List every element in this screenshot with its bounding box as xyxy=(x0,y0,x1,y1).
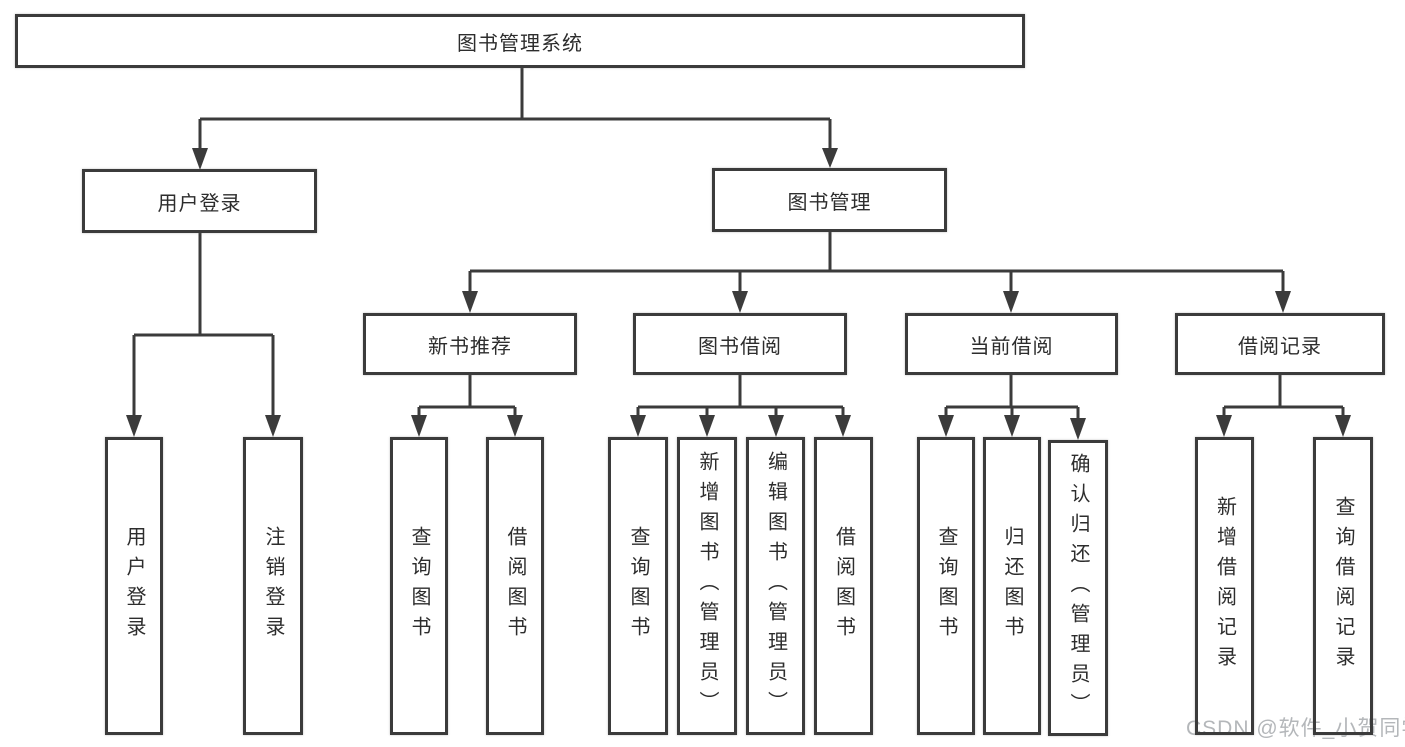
leaf-add-borrow-record-label: 新增借阅记录 xyxy=(1213,496,1236,676)
node-user-login: 用户登录 xyxy=(82,169,317,233)
arrow-down-icon xyxy=(938,415,954,437)
leaf-user-login-label: 用户登录 xyxy=(123,526,145,646)
leaf-borrow-books-recommend-label: 借阅图书 xyxy=(504,526,526,646)
leaf-query-books-recommend: 查询图书 xyxy=(390,437,448,735)
node-book-management: 图书管理 xyxy=(712,168,947,232)
arrow-down-icon xyxy=(835,415,851,437)
leaf-query-books-current-label: 查询图书 xyxy=(935,526,957,646)
arrow-down-icon xyxy=(1004,415,1020,437)
node-user-login-label: 用户登录 xyxy=(157,192,242,215)
leaf-add-borrow-record: 新增借阅记录 xyxy=(1195,437,1254,735)
node-root: 图书管理系统 xyxy=(15,14,1025,68)
arrow-down-icon xyxy=(265,415,281,437)
leaf-borrow-books: 借阅图书 xyxy=(814,437,873,735)
leaf-add-books-admin-label: 新增图书（管理员） xyxy=(696,451,718,721)
node-book-borrow-label: 图书借阅 xyxy=(698,335,782,358)
arrow-down-icon xyxy=(462,291,478,313)
arrow-down-icon xyxy=(768,415,784,437)
leaf-borrow-books-recommend: 借阅图书 xyxy=(486,437,544,735)
leaf-logout-label: 注销登录 xyxy=(262,526,284,646)
leaf-user-login: 用户登录 xyxy=(105,437,163,735)
node-new-book-recommend-label: 新书推荐 xyxy=(428,335,512,358)
arrow-down-icon xyxy=(1003,291,1019,313)
arrow-down-icon xyxy=(1216,415,1232,437)
arrow-down-icon xyxy=(822,148,838,168)
leaf-add-books-admin: 新增图书（管理员） xyxy=(677,437,737,735)
leaf-confirm-return-admin: 确认归还（管理员） xyxy=(1048,440,1108,736)
arrow-down-icon xyxy=(699,415,715,437)
arrow-down-icon xyxy=(507,415,523,437)
node-book-borrow: 图书借阅 xyxy=(633,313,847,375)
leaf-edit-books-admin-label: 编辑图书（管理员） xyxy=(764,451,787,721)
leaf-logout: 注销登录 xyxy=(243,437,303,735)
node-book-management-label: 图书管理 xyxy=(787,191,872,214)
leaf-query-books-borrow-label: 查询图书 xyxy=(627,526,649,646)
node-borrow-records: 借阅记录 xyxy=(1175,313,1385,375)
arrow-down-icon xyxy=(1275,291,1291,313)
connector-borrow-records xyxy=(1222,375,1345,420)
leaf-borrow-books-label: 借阅图书 xyxy=(832,526,855,646)
arrow-down-icon xyxy=(1335,415,1351,437)
csdn-watermark: CSDN @软件_小贺同学 xyxy=(1186,717,1405,740)
arrow-down-icon xyxy=(192,148,208,170)
connector-root xyxy=(198,68,832,150)
arrow-down-icon xyxy=(732,291,748,313)
connector-book-borrow xyxy=(636,375,845,420)
leaf-query-borrow-record-label: 查询借阅记录 xyxy=(1332,496,1354,676)
leaf-confirm-return-admin-label: 确认归还（管理员） xyxy=(1067,453,1089,723)
node-current-borrow-label: 当前借阅 xyxy=(969,335,1054,358)
leaf-edit-books-admin: 编辑图书（管理员） xyxy=(746,437,805,735)
node-borrow-records-label: 借阅记录 xyxy=(1238,335,1322,358)
arrow-down-icon xyxy=(630,415,646,437)
connector-new-book-recommend xyxy=(417,375,517,420)
leaf-query-books-current: 查询图书 xyxy=(917,437,975,735)
leaf-query-borrow-record: 查询借阅记录 xyxy=(1313,437,1373,735)
node-new-book-recommend: 新书推荐 xyxy=(363,313,577,375)
arrow-down-icon xyxy=(126,415,142,437)
connector-book-management xyxy=(468,232,1285,293)
leaf-return-books-label: 归还图书 xyxy=(1001,526,1023,646)
connector-current-borrow xyxy=(944,375,1080,422)
leaf-query-books-recommend-label: 查询图书 xyxy=(408,526,430,646)
leaf-query-books-borrow: 查询图书 xyxy=(608,437,668,735)
node-root-label: 图书管理系统 xyxy=(457,32,583,55)
arrow-down-icon xyxy=(1070,418,1086,440)
connector-user-login xyxy=(132,232,275,418)
node-current-borrow: 当前借阅 xyxy=(905,313,1118,375)
arrow-down-icon xyxy=(411,415,427,437)
leaf-return-books: 归还图书 xyxy=(983,437,1041,735)
